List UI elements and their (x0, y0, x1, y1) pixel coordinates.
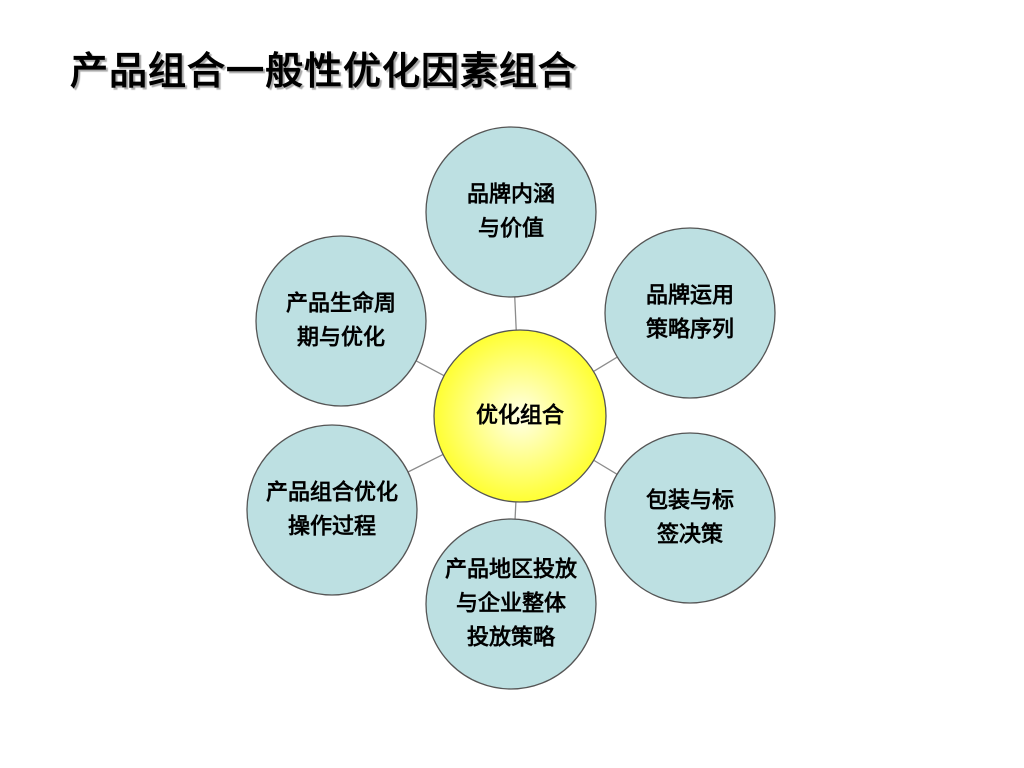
factor-node-label-line: 产品地区投放 (445, 557, 578, 583)
connector-lines (407, 296, 618, 520)
connector-line (407, 453, 444, 473)
factor-node: 品牌运用策略序列 (604, 227, 776, 399)
factor-node-label-line: 品牌运用 (646, 283, 734, 309)
slide-title: 产品组合一般性优化因素组合 (70, 49, 578, 93)
outer-nodes: 品牌内涵与价值品牌运用策略序列包装与标签决策产品地区投放与企业整体投放策略产品组… (246, 126, 776, 690)
factor-circle (246, 424, 418, 596)
center-node-label: 优化组合 (476, 403, 565, 429)
factor-node-label: 产品地区投放与企业整体投放策略 (445, 557, 578, 651)
factor-node-label: 品牌运用策略序列 (646, 283, 734, 343)
factor-node: 产品组合优化操作过程 (246, 424, 418, 596)
factor-node-label-line: 品牌内涵 (467, 182, 555, 208)
connector-line (514, 296, 517, 331)
factor-node-label-line: 产品组合优化 (266, 480, 398, 506)
connector-line (514, 501, 517, 520)
factor-node-label-line: 策略序列 (646, 317, 734, 343)
factor-node-label-line: 签决策 (656, 522, 724, 548)
factor-node-label: 品牌内涵与价值 (467, 182, 555, 242)
factor-node: 包装与标签决策 (604, 432, 776, 604)
connector-line (415, 360, 445, 377)
factor-node-label-line: 与价值 (478, 216, 544, 242)
factor-node: 产品生命周期与优化 (255, 235, 427, 407)
factor-node: 品牌内涵与价值 (425, 126, 597, 298)
center-node-label-line: 优化组合 (476, 403, 565, 429)
factor-node-label: 包装与标签决策 (646, 488, 734, 548)
factor-circle (425, 126, 597, 298)
factor-node-label: 产品生命周期与优化 (286, 291, 396, 351)
factor-node-label-line: 投放策略 (467, 625, 556, 651)
factor-node-label: 产品组合优化操作过程 (266, 480, 398, 540)
factor-circle (604, 432, 776, 604)
factor-node-label-line: 期与优化 (297, 325, 385, 351)
center-node-group: 优化组合 (433, 329, 607, 503)
factor-node-label-line: 包装与标 (646, 488, 734, 514)
factor-node: 产品地区投放与企业整体投放策略 (425, 518, 597, 690)
factor-node-label-line: 与企业整体 (456, 591, 567, 617)
center-circle (433, 329, 607, 503)
factor-node-label-line: 产品生命周 (286, 291, 396, 317)
factor-circle (604, 227, 776, 399)
connector-line (593, 356, 618, 372)
factor-circle (255, 235, 427, 407)
factor-circle (425, 518, 597, 690)
connector-line (593, 459, 618, 475)
factor-node-label-line: 操作过程 (288, 515, 376, 540)
